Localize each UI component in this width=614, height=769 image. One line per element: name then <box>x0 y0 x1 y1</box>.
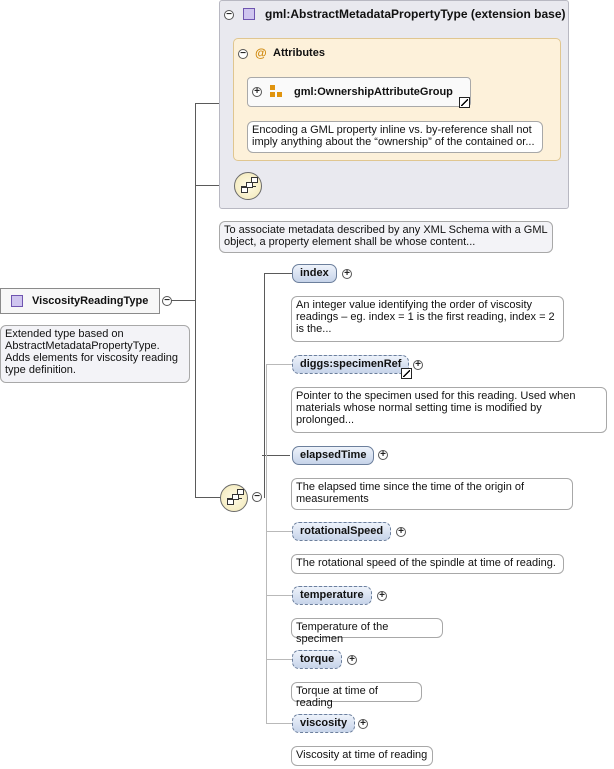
connector-to-torque <box>266 659 292 660</box>
element-torque-doc: Torque at time of reading <box>291 682 422 709</box>
minus-circle-icon[interactable]: − <box>224 10 234 20</box>
element-elapsedtime-doc: The elapsed time since the time of the o… <box>291 478 573 510</box>
element-rotationalspeed-doc: The rotational speed of the spindle at t… <box>291 554 564 574</box>
element-viscosity[interactable]: viscosity <box>292 714 356 733</box>
minus-circle-icon[interactable]: − <box>238 49 248 59</box>
extension-base-title: gml:AbstractMetadataPropertyType (extens… <box>265 7 566 21</box>
attributes-label: Attributes <box>273 47 325 59</box>
element-specimenref[interactable]: diggs:specimenRef <box>292 355 410 374</box>
reference-arrow-icon[interactable] <box>459 97 470 108</box>
plus-circle-icon[interactable]: + <box>347 655 357 665</box>
complex-type-icon <box>243 8 255 20</box>
connector-to-rotationalspeed <box>266 531 292 532</box>
connector-to-sequence <box>195 497 221 498</box>
complex-type-icon <box>11 295 23 307</box>
element-index[interactable]: index <box>292 264 337 283</box>
attribute-group-node[interactable] <box>247 77 471 107</box>
sequence-compositor-icon[interactable] <box>220 484 248 512</box>
element-torque[interactable]: torque <box>292 650 343 669</box>
attribute-group-name: gml:OwnershipAttributeGroup <box>294 86 453 98</box>
minus-circle-icon[interactable]: − <box>162 296 172 306</box>
attribute-group-doc: Encoding a GML property inline vs. by-re… <box>247 121 543 153</box>
extension-doc: To associate metadata described by any X… <box>219 221 553 253</box>
minus-circle-icon[interactable]: − <box>252 492 262 502</box>
complex-type-node[interactable]: ViscosityReadingType <box>0 288 160 314</box>
element-rotationalspeed[interactable]: rotationalSpeed <box>292 522 392 541</box>
complex-type-name: ViscosityReadingType <box>32 295 149 307</box>
element-temperature[interactable]: temperature <box>292 586 372 605</box>
connector-seq-out <box>262 455 290 456</box>
element-elapsedtime[interactable]: elapsedTime <box>292 446 375 465</box>
connector-to-specimenref <box>266 364 292 365</box>
plus-circle-icon[interactable]: + <box>396 527 406 537</box>
element-temperature-doc: Temperature of the specimen <box>291 618 443 645</box>
connector-to-ext-sequence <box>195 185 235 186</box>
element-viscosity-doc: Viscosity at time of reading <box>291 746 433 766</box>
sequence-compositor-icon[interactable] <box>234 172 262 200</box>
element-specimenref-doc: Pointer to the specimen used for this re… <box>291 387 607 433</box>
plus-circle-icon[interactable]: + <box>413 360 423 370</box>
connector-root-vertical <box>195 103 196 498</box>
connector-to-extension <box>195 103 235 104</box>
connector-to-temperature <box>266 595 292 596</box>
connector-type-to-root <box>170 300 196 301</box>
plus-circle-icon[interactable]: + <box>377 591 387 601</box>
connector-to-index <box>264 273 292 274</box>
plus-circle-icon[interactable]: + <box>378 450 388 460</box>
connector-to-viscosity <box>266 723 292 724</box>
connector-optional-vertical <box>266 455 267 723</box>
connector-to-specimenref-v <box>266 364 267 455</box>
plus-circle-icon[interactable]: + <box>358 719 368 729</box>
reference-arrow-icon[interactable] <box>401 368 412 379</box>
plus-circle-icon[interactable]: + <box>252 87 262 97</box>
at-sign-icon: @ <box>255 46 267 60</box>
attribute-group-icon <box>270 85 284 99</box>
complex-type-doc: Extended type based on AbstractMetadataP… <box>0 325 190 383</box>
connector-seq-vertical <box>264 273 265 498</box>
element-index-doc: An integer value identifying the order o… <box>291 296 564 342</box>
plus-circle-icon[interactable]: + <box>342 269 352 279</box>
